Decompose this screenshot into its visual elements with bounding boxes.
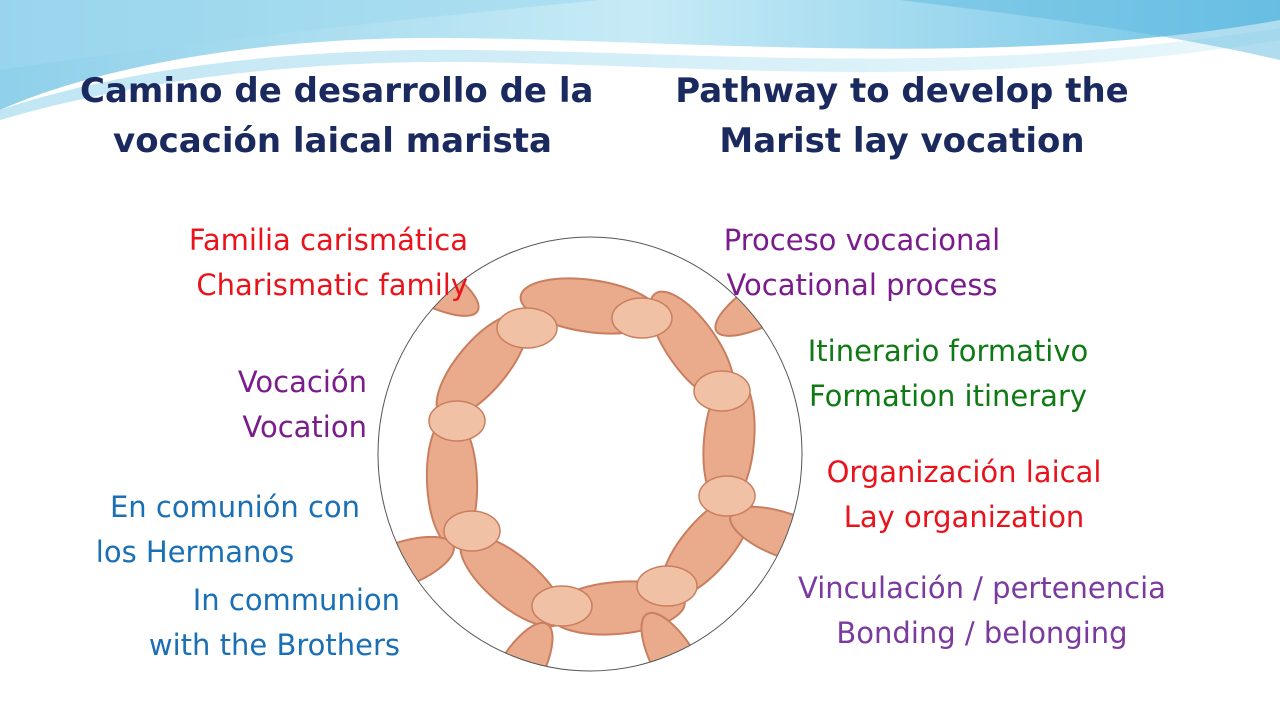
label-communion-spanish: En comunión con los Hermanos	[80, 485, 390, 575]
title-english: Pathway to develop the Marist lay vocati…	[660, 66, 1144, 166]
label-communion-en-line-1: In communion	[192, 583, 400, 617]
label-lay-organization: Organización laical Lay organization	[800, 450, 1128, 540]
hands-grip	[428, 297, 756, 627]
label-charismatic-family-es: Familia carismática	[188, 223, 468, 257]
label-communion-english: In communion with the Brothers	[100, 578, 400, 668]
title-english-line-2: Marist lay vocation	[719, 121, 1085, 161]
title-spanish-line-2: vocación laical marista	[113, 121, 552, 161]
label-vocation-es: Vocación	[237, 365, 367, 399]
label-bonding-belonging-en: Bonding / belonging	[836, 616, 1128, 650]
label-communion-en-line-2: with the Brothers	[148, 628, 400, 662]
label-bonding-belonging: Vinculación / pertenencia Bonding / belo…	[770, 566, 1194, 656]
label-communion-es-line-2: los Hermanos	[95, 535, 295, 569]
label-bonding-belonging-es: Vinculación / pertenencia	[798, 571, 1166, 605]
label-formation-itinerary-en: Formation itinerary	[808, 379, 1088, 413]
label-vocation-en: Vocation	[242, 410, 367, 444]
title-spanish-line-1: Camino de desarrollo de la	[80, 71, 594, 111]
title-english-line-1: Pathway to develop the	[675, 71, 1129, 111]
label-communion-es-line-1: En comunión con	[109, 490, 361, 524]
label-formation-itinerary: Itinerario formativo Formation itinerary	[780, 329, 1116, 419]
label-charismatic-family-en: Charismatic family	[196, 268, 468, 302]
header-waves	[0, 0, 1280, 120]
label-formation-itinerary-es: Itinerario formativo	[807, 334, 1089, 368]
title-spanish: Camino de desarrollo de la vocación laic…	[80, 66, 594, 166]
label-vocational-process-en: Vocational process	[726, 268, 998, 302]
joined-hands-circle	[377, 236, 803, 672]
label-vocational-process: Proceso vocacional Vocational process	[690, 218, 1034, 308]
label-vocational-process-es: Proceso vocacional	[723, 223, 1001, 257]
label-lay-organization-es: Organización laical	[826, 455, 1102, 489]
label-charismatic-family: Familia carismática Charismatic family	[130, 218, 468, 308]
label-vocation: Vocación Vocation	[200, 360, 367, 450]
label-lay-organization-en: Lay organization	[843, 500, 1085, 534]
